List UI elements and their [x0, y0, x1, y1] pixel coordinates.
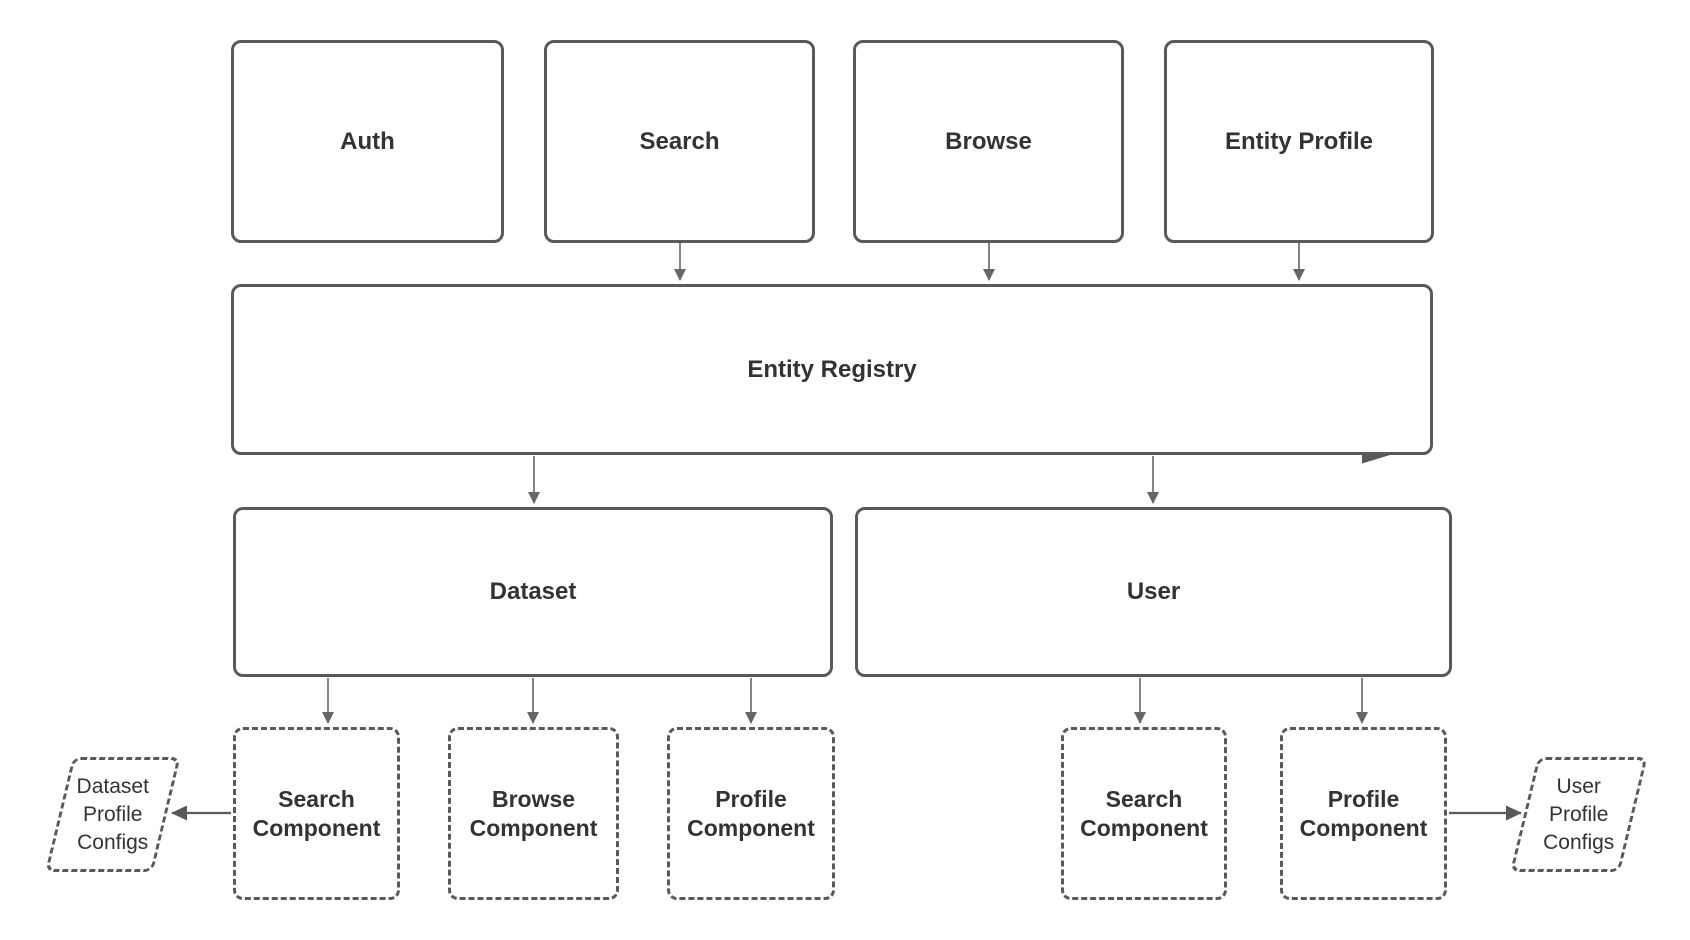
- node-search: Search: [544, 40, 815, 243]
- node-entity-registry: Entity Registry: [231, 284, 1433, 455]
- node-entity-profile: Entity Profile: [1164, 40, 1434, 243]
- dataset-profile-component-label: Profile Component: [687, 785, 815, 841]
- dataset-search-component-label: Search Component: [252, 785, 381, 841]
- node-dataset-profile-configs: Dataset Profile Configs: [45, 757, 181, 872]
- entity-registry-label: Entity Registry: [747, 355, 917, 383]
- node-dataset-search-component: Search Component: [233, 727, 400, 900]
- dataset-browse-component-label: Browse Component: [469, 785, 598, 841]
- entity-profile-label: Entity Profile: [1224, 127, 1374, 155]
- node-user: User: [855, 507, 1452, 677]
- node-browse: Browse: [853, 40, 1124, 243]
- dataset-label: Dataset: [489, 578, 577, 605]
- user-profile-configs-label: User Profile Configs: [1543, 774, 1615, 854]
- auth-label: Auth: [340, 127, 395, 155]
- node-dataset: Dataset: [233, 507, 833, 677]
- node-dataset-browse-component: Browse Component: [448, 727, 619, 900]
- node-user-profile-component: Profile Component: [1280, 727, 1447, 900]
- user-profile-component-label: Profile Component: [1299, 785, 1428, 841]
- user-search-component-label: Search Component: [1080, 785, 1208, 841]
- browse-label: Browse: [945, 127, 1032, 155]
- node-auth: Auth: [231, 40, 504, 243]
- search-label: Search: [639, 127, 720, 155]
- node-dataset-profile-component: Profile Component: [667, 727, 835, 900]
- user-label: User: [1126, 578, 1181, 605]
- node-user-profile-configs: User Profile Configs: [1510, 757, 1648, 872]
- node-user-search-component: Search Component: [1061, 727, 1227, 900]
- dataset-profile-configs-label: Dataset Profile Configs: [76, 774, 149, 854]
